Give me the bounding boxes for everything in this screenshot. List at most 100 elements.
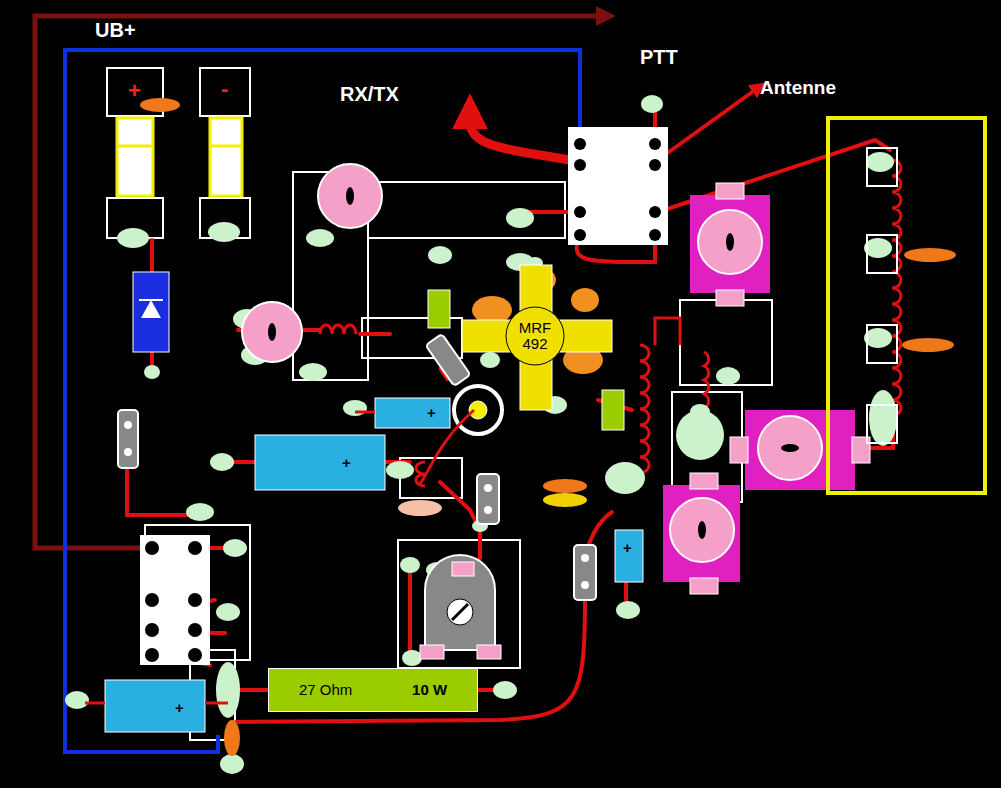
- bias-parts-part: [902, 338, 954, 352]
- bias-parts-part: [224, 720, 240, 756]
- ground-wire: [65, 50, 580, 752]
- bias-parts-part: [581, 581, 589, 589]
- polarity-mark: +: [623, 540, 632, 555]
- potentiometer-part: [447, 599, 473, 625]
- ub-plus-wire-part: [35, 16, 600, 548]
- fuse-holders-part: [210, 145, 242, 148]
- diode-symbol: [133, 272, 169, 352]
- outlines: [145, 172, 772, 740]
- potentiometer-part: [452, 562, 474, 576]
- relays-part: [649, 159, 661, 171]
- pads-part: [216, 662, 240, 718]
- relays-part: [574, 229, 586, 241]
- capacitors-part: [355, 411, 375, 414]
- trimmer-capacitors-part: [730, 437, 748, 463]
- bias-parts-part: [469, 401, 487, 419]
- bias-parts-part: [124, 448, 132, 456]
- red-wires-part: [624, 582, 628, 600]
- relays-part: [145, 541, 159, 555]
- capacitors-part: [615, 530, 643, 582]
- bias-parts-part: [543, 493, 587, 507]
- capacitors-part: [105, 680, 205, 732]
- relays-part: [574, 206, 586, 218]
- tank-frame: [828, 118, 985, 493]
- pads-part: [220, 754, 244, 774]
- pads-part: [864, 328, 892, 348]
- pads-part: [216, 603, 240, 621]
- polarity-mark: +: [175, 700, 184, 715]
- transistor-label: MRF 492: [505, 306, 565, 366]
- coil-windings-part: [655, 318, 680, 345]
- pads-part: [210, 453, 234, 471]
- pads-part: [864, 238, 892, 258]
- tank-taps-part: [867, 148, 897, 186]
- pads-part: [690, 404, 710, 420]
- node-text: 27 Ohm: [299, 682, 352, 698]
- pads-part: [299, 363, 327, 381]
- potentiometer-part: [452, 604, 468, 620]
- relays-part: [574, 138, 586, 150]
- red-wires: [127, 90, 893, 722]
- bias-parts-part: [420, 410, 474, 484]
- supply-label: UB+: [95, 20, 136, 40]
- outlines-part: [680, 300, 772, 385]
- polarity-mark: -: [221, 78, 228, 100]
- potentiometer-part: [420, 645, 444, 659]
- transistor-circle-outline: [506, 307, 564, 365]
- bias-parts-part: [904, 248, 956, 262]
- fuse-holders-part: [140, 98, 180, 112]
- bias-parts-part: [574, 545, 596, 600]
- capacitors: [85, 290, 643, 732]
- trimmer-capacitors-part: [758, 416, 822, 480]
- bias-parts-part: [581, 554, 589, 562]
- pads-part: [428, 246, 452, 264]
- pads-part: [616, 601, 640, 619]
- trimmer-capacitors-part: [698, 521, 706, 539]
- pads-part: [306, 229, 334, 247]
- bias-parts-part: [454, 386, 502, 434]
- bias-parts-part: [124, 421, 132, 429]
- fuse-holders-part: [200, 68, 250, 116]
- tank-taps: [867, 148, 897, 443]
- capacitors-part: [602, 390, 624, 430]
- outlines-part: [398, 540, 520, 668]
- relays-part: [188, 648, 202, 662]
- fuse-holders-part: [117, 145, 153, 148]
- trimmer-capacitors-part: [346, 187, 354, 205]
- red-wires-part: [236, 595, 585, 722]
- capacitors-part: [375, 398, 450, 428]
- tank-taps-part: [867, 325, 897, 363]
- diode-symbol-part: [139, 299, 163, 301]
- pads-part: [386, 461, 414, 479]
- node-text: MRF 492: [515, 320, 555, 352]
- capacitors-part: [255, 435, 385, 490]
- trimmer-capacitors-part: [670, 498, 734, 562]
- relays-part: [145, 623, 159, 637]
- trimmer-capacitors-part: [716, 183, 744, 199]
- trimmer-capacitors-part: [716, 290, 744, 306]
- pads-part: [343, 400, 367, 416]
- red-wires-part: [127, 470, 195, 515]
- trimmer-capacitors-part: [690, 473, 718, 489]
- coil-windings-part: [640, 345, 649, 473]
- bias-parts-part: [425, 334, 470, 386]
- relays-part: [188, 593, 202, 607]
- capacitors-part: [85, 702, 105, 705]
- potentiometer-part: [477, 645, 501, 659]
- relays-part: [145, 593, 159, 607]
- red-wires-part: [230, 460, 258, 464]
- red-wires-part: [360, 332, 390, 336]
- polarity-mark: +: [427, 405, 436, 420]
- pads-part: [144, 365, 160, 379]
- pads-part: [493, 681, 517, 699]
- bias-parts-part: [484, 484, 492, 492]
- node-text: 10 W: [412, 682, 447, 698]
- pads-part: [716, 367, 740, 385]
- polarity-mark: +: [128, 80, 141, 102]
- diode-symbol-part: [141, 300, 161, 318]
- bias-parts-part: [118, 410, 138, 468]
- bias-parts-part: [543, 479, 587, 493]
- capacitors-part: [428, 290, 450, 328]
- trimmer-capacitors: [242, 164, 870, 594]
